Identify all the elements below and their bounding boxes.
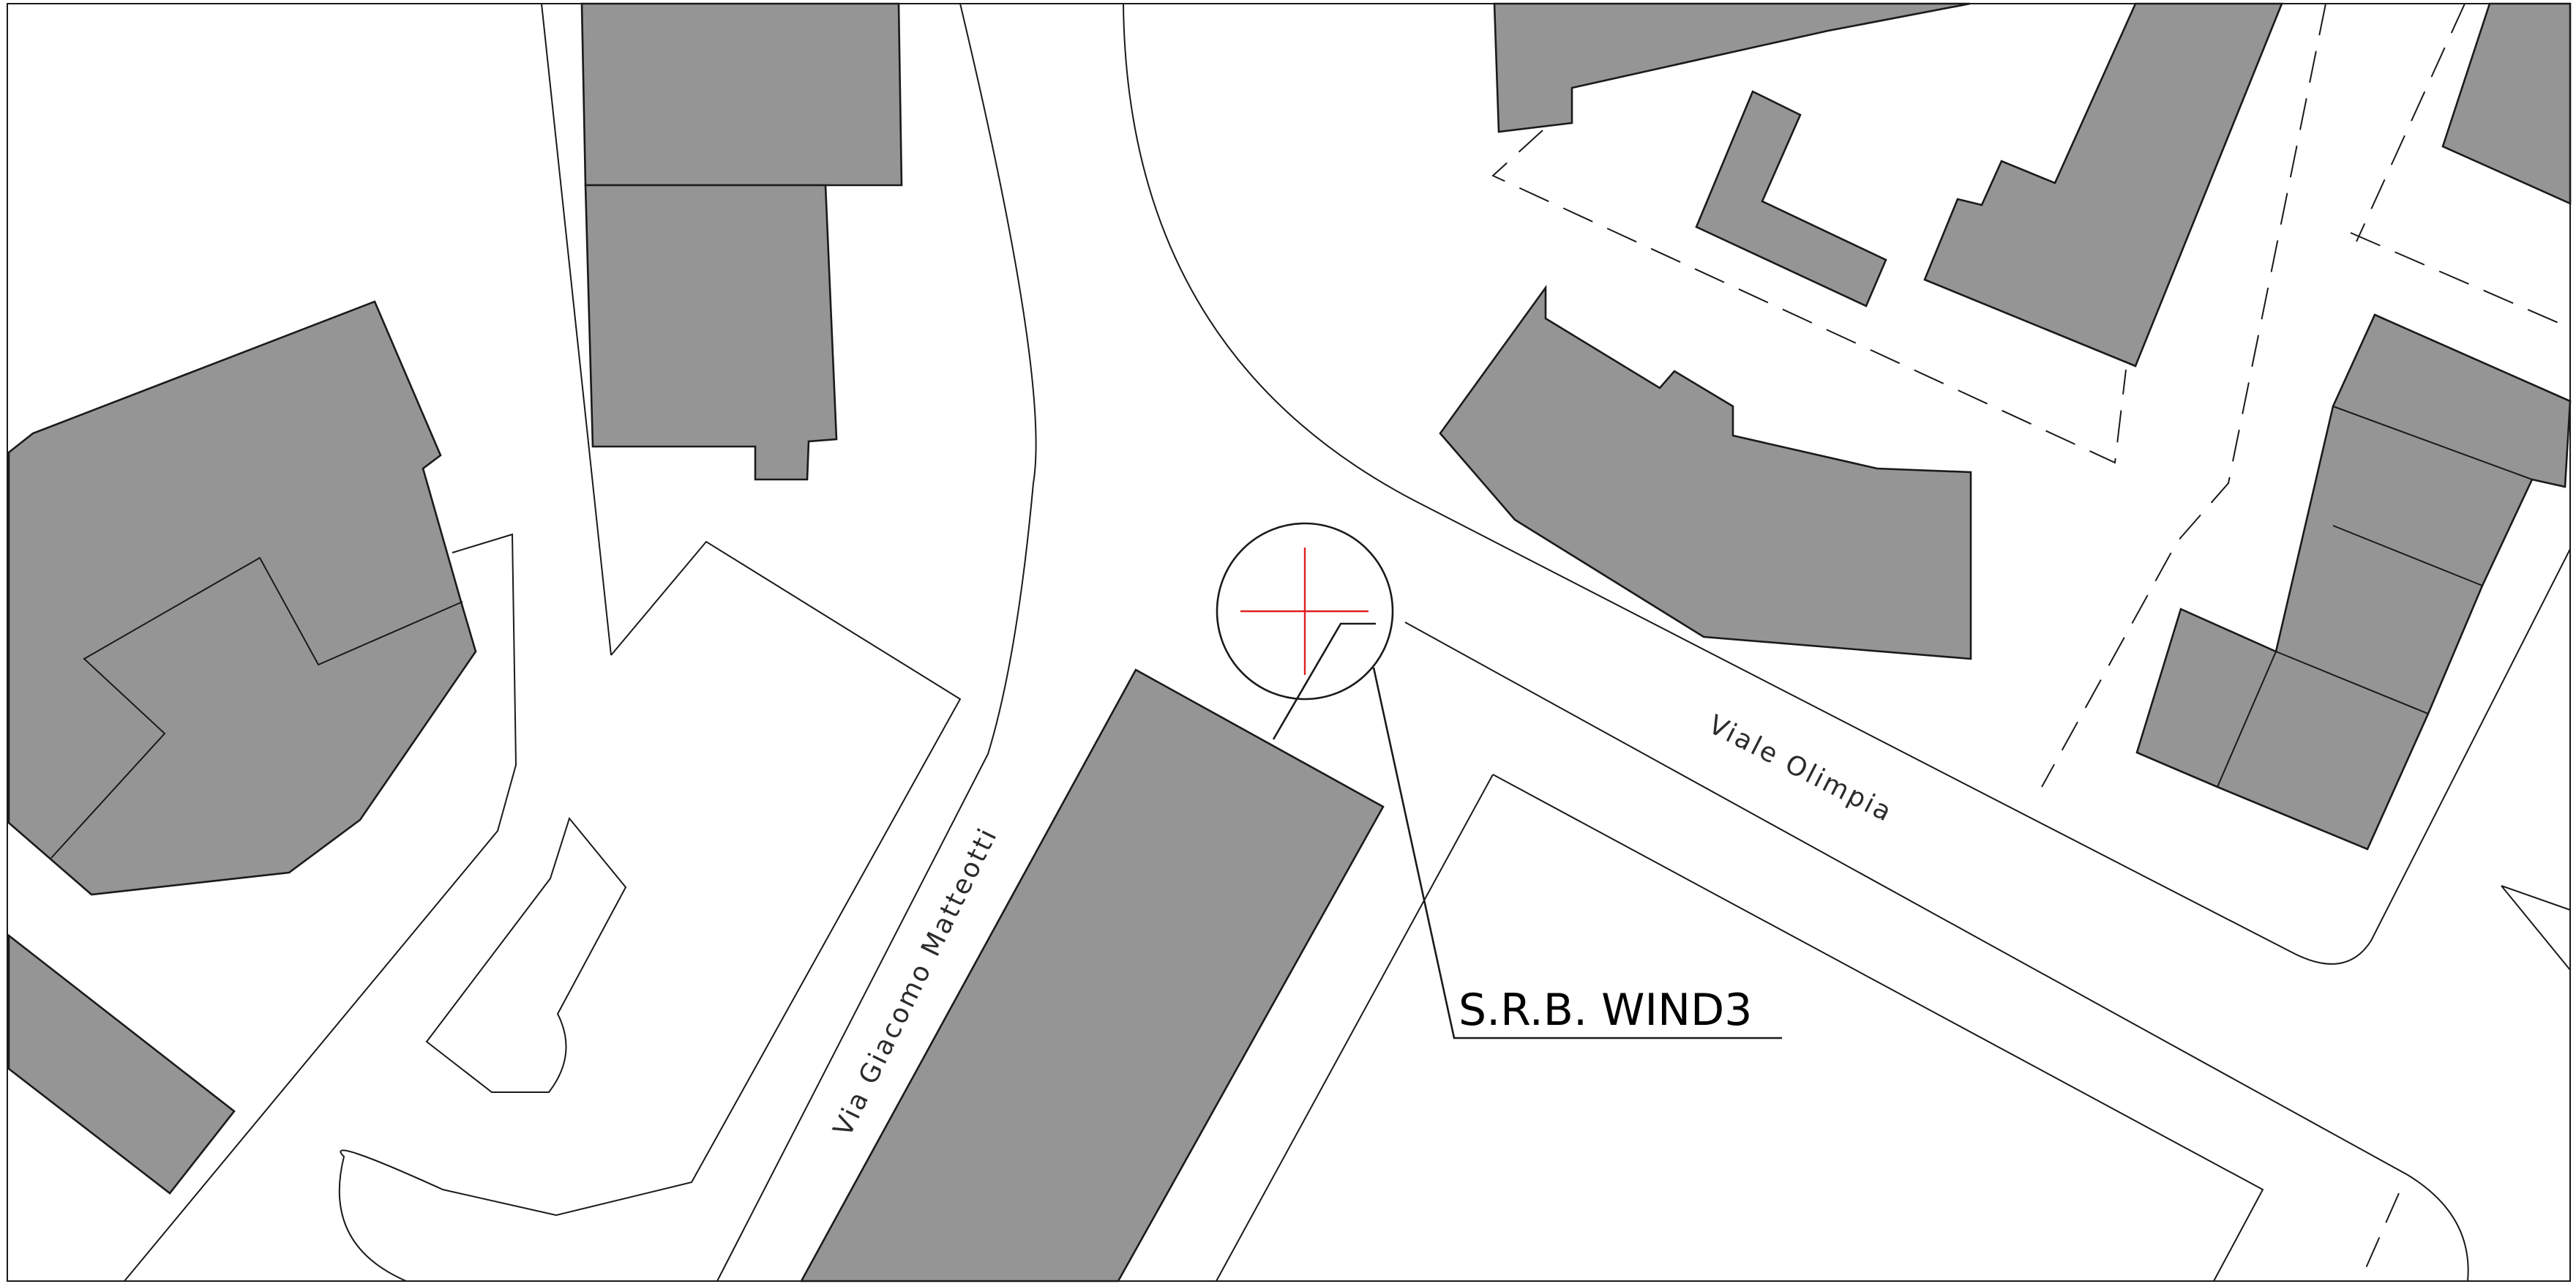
- dashed-boundary-east-2: [2356, 3, 2465, 242]
- building-east-row-divider-4: [2275, 651, 2429, 714]
- building-east-stepped[interactable]: [1439, 284, 1972, 660]
- building-east-row-divider-2: [2217, 651, 2277, 788]
- road-matteotti-west-edge: [338, 540, 962, 1282]
- building-east-row-dividers: [2332, 406, 2533, 480]
- building-north-lower[interactable]: [584, 184, 838, 481]
- building-far-east-top[interactable]: [2441, 2, 2572, 206]
- road-olimpia-north-edge: [1123, 3, 2571, 965]
- road-matteotti-east-edge: [716, 3, 1037, 1282]
- building-northeast-mid[interactable]: [1923, 2, 2283, 367]
- building-northeast-top[interactable]: [1493, 2, 1971, 133]
- dashed-boundaries: [1491, 3, 2571, 1282]
- building-south-center[interactable]: [799, 668, 1385, 1283]
- site-leader-line: [1272, 622, 1376, 740]
- dashed-boundary-east-diagonal: [2041, 3, 2326, 788]
- road-outlines: [7, 3, 2571, 1282]
- road-east-curve: [2501, 885, 2571, 971]
- building-east-row[interactable]: [2135, 313, 2572, 851]
- site-leader-arrow: [1372, 667, 1782, 1039]
- building-east-row-divider-3: [2332, 525, 2483, 586]
- site-label: S.R.B. WIND3: [1459, 985, 1752, 1036]
- site-marker[interactable]: S.R.B. WIND3: [1216, 522, 1782, 1039]
- lot-west-island: [124, 533, 517, 1282]
- map-frame: [7, 3, 2571, 1282]
- building-l-shape[interactable]: [1695, 90, 1887, 307]
- building-west-divider: [50, 556, 463, 859]
- lot-west-small: [425, 816, 627, 1093]
- site-circle[interactable]: [1216, 522, 1394, 701]
- street-label-viale-olimpia: Viale Olimpia: [1704, 709, 1898, 828]
- dashed-boundary-east-3: [2350, 232, 2571, 329]
- dashed-boundary-southeast: [2359, 1192, 2400, 1282]
- road-north-west-edge: [541, 3, 612, 656]
- building-southwest[interactable]: [7, 933, 236, 1195]
- building-west-large[interactable]: [7, 300, 477, 896]
- buildings: [7, 2, 2572, 1283]
- lot-south-east: [1216, 774, 2264, 1282]
- building-north-upper[interactable]: [580, 2, 903, 187]
- road-olimpia-south-edge: [1404, 622, 2469, 1282]
- dashed-boundary-north: [1491, 130, 2127, 464]
